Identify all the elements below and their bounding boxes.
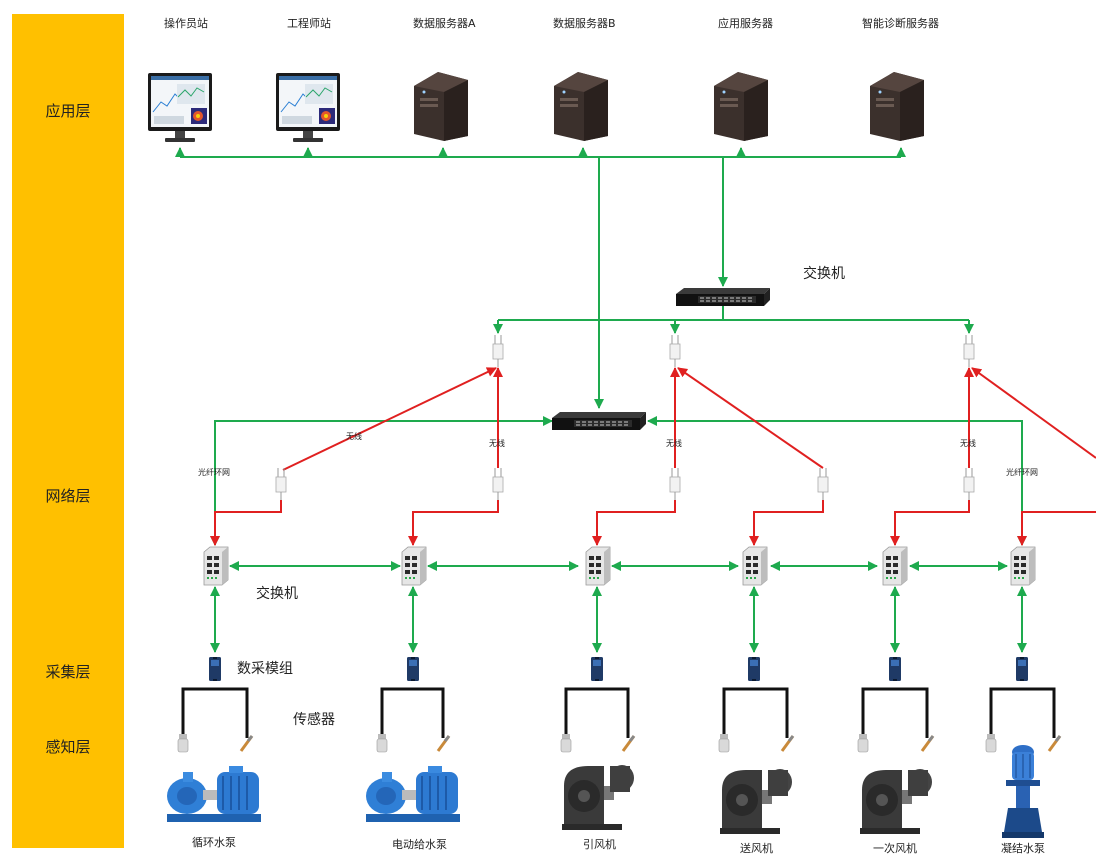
- node-label-data-server-a: 数据服务器A: [413, 17, 476, 30]
- daq-module-icon: [748, 657, 760, 681]
- equipment-label-feed-pump: 电动给水泵: [392, 838, 447, 851]
- temperature-probe-icon: [920, 735, 935, 752]
- wireless-bridge-icon: [963, 468, 975, 500]
- field-switch-icon: [401, 546, 427, 586]
- vibration-sensor-icon: [718, 734, 730, 753]
- vibration-sensor-icon: [177, 734, 189, 753]
- node-label-engineer-station: 工程师站: [287, 17, 331, 30]
- wireless-bridge-icon: [669, 468, 681, 500]
- core-switch-label: 交换机: [803, 266, 845, 282]
- industrial-fan-icon: [860, 769, 932, 834]
- vibration-sensor-icon: [376, 734, 388, 753]
- wireless-label: 无线: [666, 439, 682, 448]
- layer-label-application: 应用层: [45, 102, 91, 120]
- wireless-access-point-icon: [492, 335, 504, 367]
- wireless-bridge-icon: [817, 468, 829, 500]
- vertical-pump-icon: [1002, 745, 1044, 838]
- daq-module-icon: [591, 657, 603, 681]
- fiber-ring-label: 光纤环网: [1006, 468, 1038, 477]
- equipment-label-induced-fan: 引风机: [583, 838, 616, 851]
- layer-label-collection: 采集层: [45, 663, 91, 681]
- workstation-monitor-icon: [148, 73, 212, 142]
- equipment-label-forced-fan: 送风机: [740, 842, 773, 855]
- daq-module-icon: [407, 657, 419, 681]
- centrifugal-pump-icon: [366, 766, 460, 822]
- core-switch-icon: [676, 288, 770, 306]
- wireless-bridge-icon: [275, 468, 287, 500]
- daq-module-icon: [889, 657, 901, 681]
- field-switch-label: 交换机: [256, 586, 298, 602]
- wireless-label: 无线: [960, 439, 976, 448]
- field-switch-icon: [1010, 546, 1036, 586]
- node-label-diagnosis-server: 智能诊断服务器: [862, 17, 939, 30]
- node-label-operator-station: 操作员站: [164, 17, 208, 30]
- wireless-label: 无线: [489, 439, 505, 448]
- daq-module-icon: [209, 657, 221, 681]
- temperature-probe-icon: [1047, 735, 1062, 752]
- daq-module-label: 数采模组: [237, 661, 293, 677]
- daq-module-icon: [1016, 657, 1028, 681]
- wireless-bridge-icon: [492, 468, 504, 500]
- equipment-label-circulating-pump: 循环水泵: [192, 836, 236, 849]
- tower-server-icon: [414, 72, 468, 141]
- equipment-label-condensate-pump: 凝结水泵: [1001, 842, 1045, 855]
- vibration-sensor-icon: [857, 734, 869, 753]
- temperature-probe-icon: [780, 735, 795, 752]
- temperature-probe-icon: [239, 735, 254, 752]
- wired-links: [175, 147, 1027, 653]
- temperature-probe-icon: [436, 735, 451, 752]
- field-switch-icon: [585, 546, 611, 586]
- industrial-fan-icon: [562, 765, 634, 830]
- field-switch-icon: [203, 546, 229, 586]
- node-label-application-server: 应用服务器: [718, 17, 773, 30]
- tower-server-icon: [714, 72, 768, 141]
- sensor-cables: [181, 687, 1056, 738]
- wireless-access-point-icon: [669, 335, 681, 367]
- vibration-sensor-icon: [560, 734, 572, 753]
- fiber-ring-label: 光纤环网: [198, 468, 230, 477]
- node-label-data-server-b: 数据服务器B: [553, 17, 616, 30]
- centrifugal-pump-icon: [167, 766, 261, 822]
- tower-server-icon: [870, 72, 924, 141]
- layer-label-network: 网络层: [45, 487, 91, 505]
- layer-sidebar: [12, 14, 124, 848]
- tower-server-icon: [554, 72, 608, 141]
- temperature-probe-icon: [621, 735, 636, 752]
- industrial-fan-icon: [720, 769, 792, 834]
- wireless-access-point-icon: [963, 335, 975, 367]
- layer-label-perception: 感知层: [45, 738, 91, 756]
- wireless-links: [210, 367, 1096, 546]
- sensor-label: 传感器: [293, 712, 335, 728]
- equipment-label-primary-fan: 一次风机: [873, 842, 917, 855]
- field-switch-icon: [742, 546, 768, 586]
- wireless-label: 无线: [346, 432, 362, 441]
- field-switch-icon: [882, 546, 908, 586]
- vibration-sensor-icon: [985, 734, 997, 753]
- core-switch-icon: [552, 412, 646, 430]
- workstation-monitor-icon: [276, 73, 340, 142]
